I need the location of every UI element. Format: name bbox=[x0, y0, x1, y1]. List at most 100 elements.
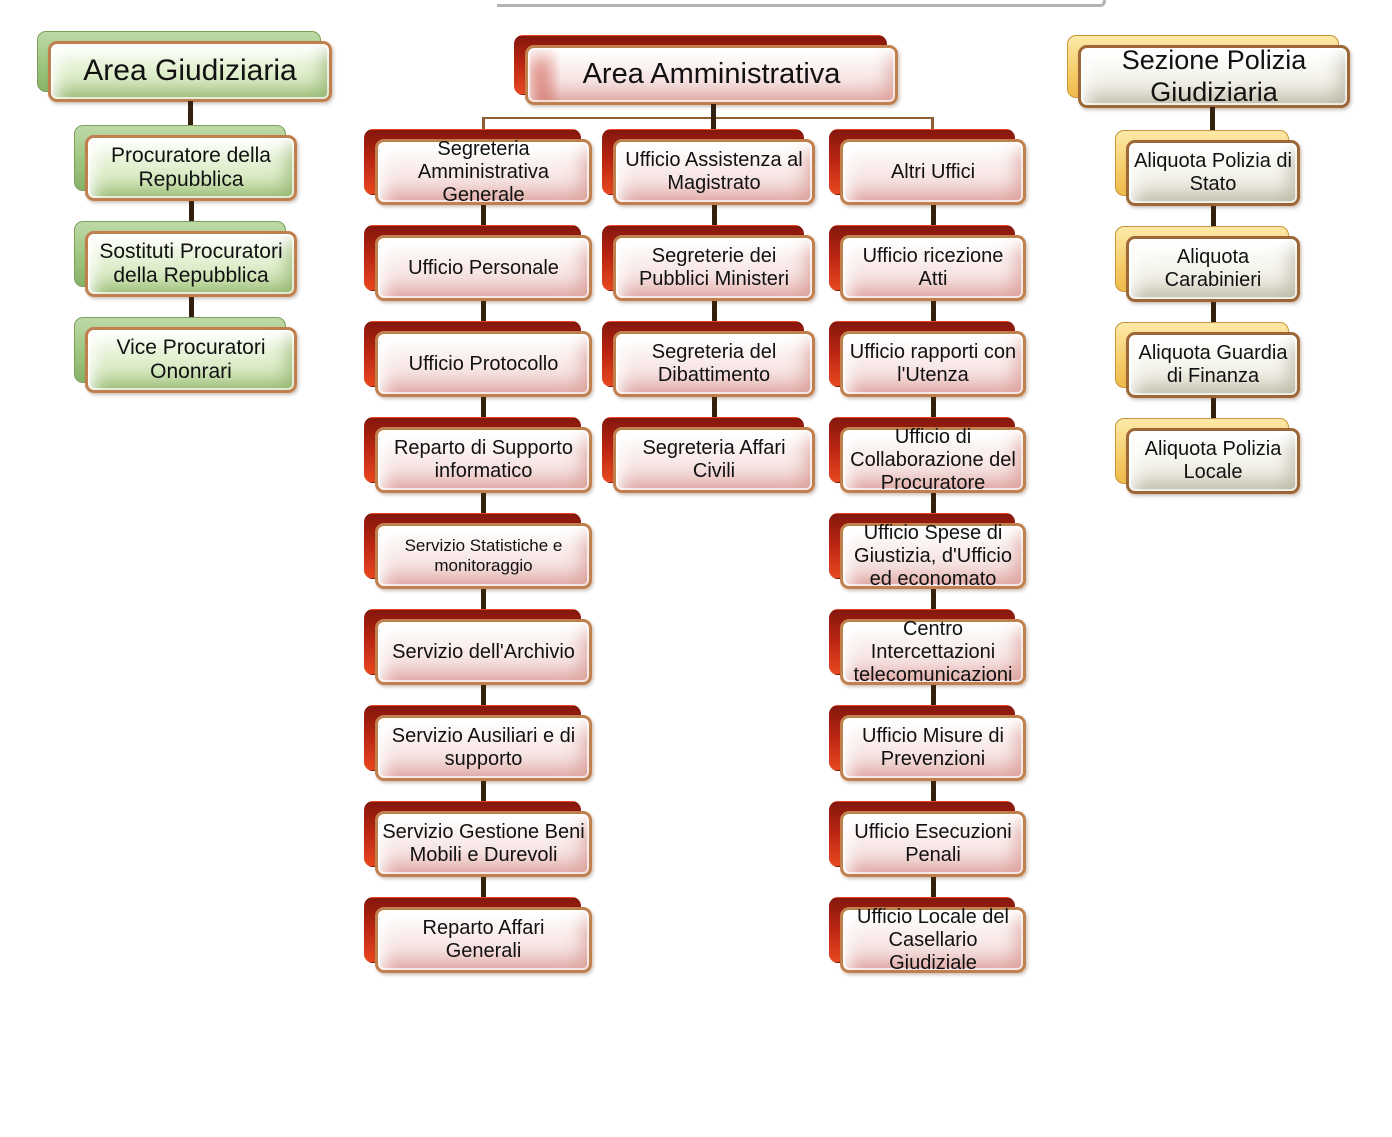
connector bbox=[931, 117, 934, 130]
node-face: Aliquota Polizia di Stato bbox=[1126, 140, 1300, 206]
org-node-label: Ufficio Locale del Casellario Giudiziale bbox=[857, 905, 1009, 974]
org-node: Ufficio Personale bbox=[364, 225, 592, 301]
org-node: Segreteria Affari Civili bbox=[602, 417, 815, 493]
connector bbox=[481, 397, 486, 427]
node-face: Vice Procuratori Ononrari bbox=[85, 327, 297, 393]
org-node: Segreterie dei Pubblici Ministeri bbox=[602, 225, 815, 301]
org-node-label: Ufficio di Collaborazione del Procurator… bbox=[850, 425, 1016, 494]
org-node: Ufficio ricezione Atti bbox=[829, 225, 1026, 301]
org-node: Altri Uffici bbox=[829, 129, 1026, 205]
org-node-label: Segreteria Affari Civili bbox=[642, 437, 786, 482]
org-node-label: Reparto Affari Generali bbox=[422, 917, 545, 962]
node-face: Centro Intercettazioni telecomunicazioni bbox=[840, 617, 1026, 686]
org-node: Segreteria Amministrativa Generale bbox=[364, 129, 592, 206]
connector bbox=[1210, 302, 1216, 332]
connector bbox=[930, 205, 936, 235]
connector bbox=[481, 301, 486, 331]
org-node-label: Ufficio Esecuzioni Penali bbox=[854, 821, 1012, 866]
org-node: Ufficio Spese di Giustizia, d'Ufficio ed… bbox=[829, 513, 1026, 590]
section-title: Sezione Polizia Giudiziaria bbox=[1121, 45, 1307, 107]
node-face: Ufficio rapporti con l'Utenza bbox=[840, 331, 1026, 397]
org-node-label: Aliquota Carabinieri bbox=[1164, 246, 1262, 291]
org-node: Aliquota Carabinieri bbox=[1115, 226, 1300, 302]
org-node-label: Ufficio rapporti con l'Utenza bbox=[849, 341, 1017, 386]
connector bbox=[481, 493, 486, 523]
org-node: Ufficio Protocollo bbox=[364, 321, 592, 397]
connector bbox=[481, 685, 486, 715]
node-face: Servizio Statistiche e monitoraggio bbox=[375, 523, 592, 589]
node-face: Ufficio Protocollo bbox=[375, 331, 592, 397]
org-node: Procuratore della Repubblica bbox=[74, 125, 297, 201]
org-node-label: Segreteria Amministrativa Generale bbox=[417, 137, 550, 206]
connector bbox=[930, 301, 936, 331]
connector bbox=[930, 493, 936, 523]
connector bbox=[482, 117, 485, 130]
org-node-label: Aliquota Polizia di Stato bbox=[1134, 150, 1292, 195]
connector bbox=[188, 297, 194, 327]
org-node: Ufficio di Collaborazione del Procurator… bbox=[829, 417, 1026, 494]
connector bbox=[711, 104, 716, 131]
node-face: Sezione Polizia Giudiziaria bbox=[1078, 45, 1350, 108]
node-face: Aliquota Guardia di Finanza bbox=[1126, 332, 1300, 398]
org-node: Reparto di Supporto informatico bbox=[364, 417, 592, 493]
connector bbox=[930, 877, 936, 907]
node-face: Reparto Affari Generali bbox=[375, 907, 592, 973]
section-header-area-giudiziaria: Area Giudiziaria bbox=[37, 31, 332, 102]
org-node-label: Centro Intercettazioni telecomunicazioni bbox=[853, 617, 1013, 686]
node-face: Ufficio Personale bbox=[375, 235, 592, 301]
org-node: Aliquota Polizia Locale bbox=[1115, 418, 1300, 494]
org-node-label: Servizio Gestione Beni Mobili e Durevoli bbox=[382, 821, 585, 866]
connector bbox=[1210, 206, 1216, 236]
node-face: Servizio dell'Archivio bbox=[375, 619, 592, 685]
section-title: Area Amministrativa bbox=[582, 58, 841, 91]
org-node: Servizio dell'Archivio bbox=[364, 609, 592, 685]
node-face: Ufficio Esecuzioni Penali bbox=[840, 811, 1026, 877]
org-node-label: Ufficio Assistenza al Magistrato bbox=[625, 149, 803, 194]
org-node: Ufficio rapporti con l'Utenza bbox=[829, 321, 1026, 397]
connector bbox=[481, 205, 486, 235]
org-node: Vice Procuratori Ononrari bbox=[74, 317, 297, 393]
connector bbox=[1210, 107, 1215, 132]
node-face: Ufficio Assistenza al Magistrato bbox=[613, 139, 815, 205]
giudiziaria-column: Procuratore della Repubblica Sostituti P… bbox=[74, 125, 297, 393]
org-node: Centro Intercettazioni telecomunicazioni bbox=[829, 609, 1026, 686]
connector bbox=[930, 685, 936, 715]
connector bbox=[1210, 398, 1216, 428]
node-face: Servizio Gestione Beni Mobili e Durevoli bbox=[375, 811, 592, 877]
org-node-label: Aliquota Guardia di Finanza bbox=[1138, 342, 1288, 387]
org-node: Servizio Ausiliari e di supporto bbox=[364, 705, 592, 781]
connector bbox=[711, 397, 717, 427]
org-node: Reparto Affari Generali bbox=[364, 897, 592, 973]
org-node-label: Servizio Ausiliari e di supporto bbox=[391, 725, 576, 770]
connector-rail bbox=[483, 117, 933, 119]
org-node: Ufficio Misure di Prevenzioni bbox=[829, 705, 1026, 781]
amministrativa-column-1: Segreteria Amministrativa Generale Uffic… bbox=[364, 129, 592, 973]
cropped-border-artifact bbox=[497, 0, 1106, 7]
org-node-label: Servizio dell'Archivio bbox=[392, 640, 575, 663]
amministrativa-column-3: Altri Uffici Ufficio ricezione Atti Uffi… bbox=[829, 129, 1026, 974]
node-face: Servizio Ausiliari e di supporto bbox=[375, 715, 592, 781]
node-face: Aliquota Carabinieri bbox=[1126, 236, 1300, 302]
connector bbox=[930, 589, 936, 619]
org-node: Ufficio Assistenza al Magistrato bbox=[602, 129, 815, 205]
node-face: Segreteria Affari Civili bbox=[613, 427, 815, 493]
org-node-label: Procuratore della Repubblica bbox=[111, 143, 271, 191]
node-face: Ufficio di Collaborazione del Procurator… bbox=[840, 425, 1026, 494]
node-face: Area Giudiziaria bbox=[48, 41, 332, 102]
connector bbox=[711, 301, 717, 331]
org-node: Aliquota Polizia di Stato bbox=[1115, 130, 1300, 206]
org-node-label: Segreteria del Dibattimento bbox=[651, 341, 777, 386]
node-face: Segreteria Amministrativa Generale bbox=[375, 137, 592, 206]
section-header-area-amministrativa: Area Amministrativa bbox=[514, 35, 898, 105]
node-face: Segreteria del Dibattimento bbox=[613, 331, 815, 397]
org-node: Aliquota Guardia di Finanza bbox=[1115, 322, 1300, 398]
connector bbox=[481, 877, 486, 907]
section-header-sezione-polizia-giudiziaria: Sezione Polizia Giudiziaria bbox=[1067, 35, 1350, 108]
connector bbox=[481, 589, 486, 619]
org-node-label: Servizio Statistiche e monitoraggio bbox=[404, 536, 563, 575]
org-node-label: Ufficio ricezione Atti bbox=[862, 245, 1004, 290]
connector bbox=[711, 205, 717, 235]
polizia-column: Aliquota Polizia di Stato Aliquota Carab… bbox=[1115, 130, 1300, 494]
org-node-label: Ufficio Protocollo bbox=[408, 352, 559, 375]
